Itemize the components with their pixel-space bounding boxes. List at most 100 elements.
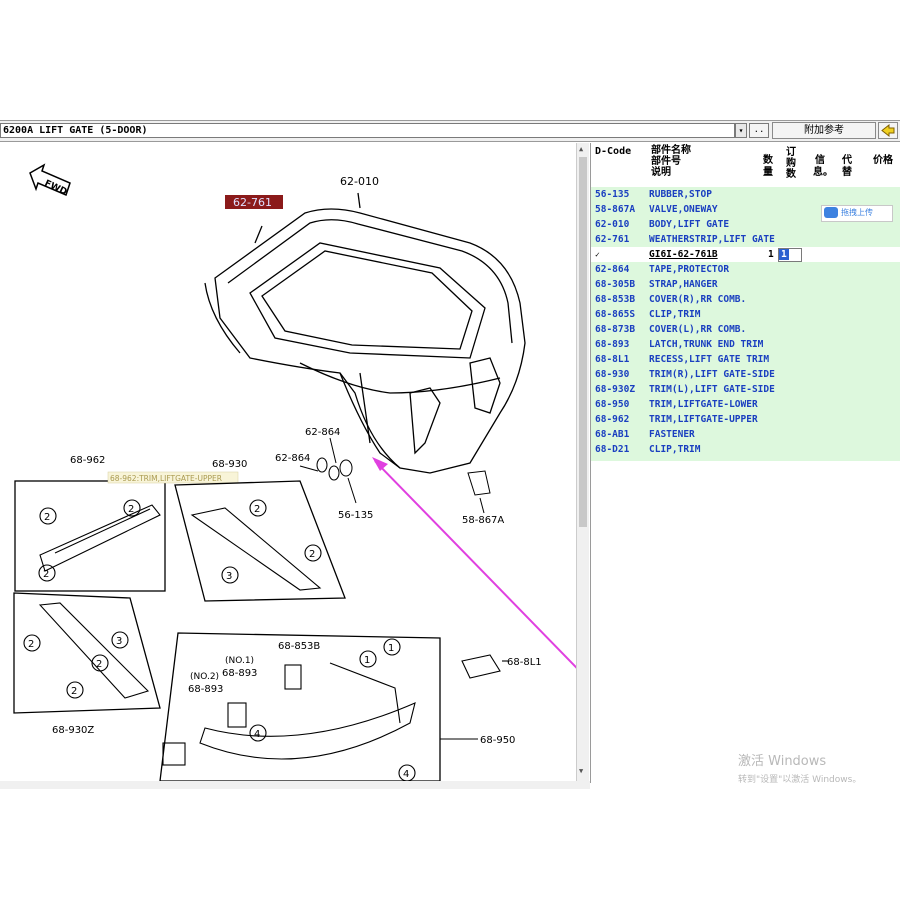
header-order-3: 数 — [786, 169, 796, 180]
section-title[interactable]: 6200A LIFT GATE (5-DOOR) — [0, 123, 735, 138]
toolbar: 6200A LIFT GATE (5-DOOR) ▾ .. 附加参考 — [0, 120, 900, 142]
recess-label[interactable]: 68-8L1 — [507, 657, 542, 668]
no2-label: (NO.2) — [190, 672, 219, 682]
header-qty-2: 量 — [763, 167, 773, 178]
no1-label: (NO.1) — [225, 656, 254, 666]
header-alt[interactable]: 代 — [842, 155, 852, 166]
tape-label-2[interactable]: 62-864 — [275, 453, 310, 464]
weatherstrip-label[interactable]: 62-761 — [233, 196, 272, 209]
recess-drawing — [461, 654, 508, 679]
callout-3b: 3 — [116, 636, 122, 647]
upper-trim-drawing — [38, 499, 161, 582]
part-number[interactable]: GI6I-62-761B — [649, 249, 718, 260]
parts-table-header: D-Code 部件名称 部件号 说明 数 量 订 购 数 信 息。 代 替 价格 — [591, 143, 900, 188]
lower-trim-box — [159, 632, 441, 781]
header-order[interactable]: 订 — [786, 147, 796, 158]
cloud-icon — [824, 207, 838, 218]
side-trim-r-label[interactable]: 68-930 — [212, 459, 247, 470]
header-dcode[interactable]: D-Code — [595, 146, 632, 157]
tooltip-box — [107, 471, 239, 484]
back-button[interactable] — [878, 122, 898, 139]
callout-2a: 2 — [44, 512, 50, 523]
body-label[interactable]: 62-010 — [340, 175, 379, 188]
cover-r-label[interactable]: 68-853B — [278, 641, 320, 652]
stop-parts-drawing — [299, 437, 491, 514]
callout-1a: 1 — [364, 655, 370, 666]
tape-label-1[interactable]: 62-864 — [305, 427, 340, 438]
header-desc[interactable]: 说明 — [651, 167, 671, 178]
callout-3a: 3 — [226, 571, 232, 582]
upper-trim-label[interactable]: 68-962 — [70, 455, 105, 466]
upload-button[interactable]: 拖拽上传 — [821, 205, 893, 222]
tooltip-text: 68-962:TRIM,LIFTGATE-UPPER — [110, 474, 222, 483]
scrollbar-thumb[interactable] — [579, 157, 587, 527]
header-name[interactable]: 部件名称 — [651, 145, 691, 156]
subrow-qty: 1 — [768, 249, 774, 260]
valve-label[interactable]: 58-867A — [462, 515, 504, 526]
callout-2f: 2 — [28, 639, 34, 650]
parts-list-panel: D-Code 部件名称 部件号 说明 数 量 订 购 数 信 息。 代 替 价格… — [590, 143, 900, 783]
weatherstrip-highlight — [225, 195, 283, 209]
callout-4a: 4 — [254, 729, 260, 740]
lift-gate-body-drawing — [204, 192, 526, 474]
side-trim-r-drawing — [190, 499, 322, 591]
header-partno[interactable]: 部件号 — [651, 156, 681, 167]
scroll-up-icon[interactable]: ▲ — [579, 145, 584, 153]
callout-2h: 2 — [71, 686, 77, 697]
side-trim-l-box — [13, 592, 161, 714]
callout-4b: 4 — [403, 769, 409, 780]
check-icon[interactable]: ✓ — [595, 250, 600, 259]
side-trim-l-drawing — [23, 602, 150, 699]
callout-2e: 2 — [309, 549, 315, 560]
diagram-vertical-scrollbar[interactable]: ▲ ▼ — [576, 143, 589, 781]
header-alt-2: 替 — [842, 167, 852, 178]
side-trim-r-box — [174, 480, 346, 602]
latch-label-2[interactable]: 68-893 — [188, 684, 223, 695]
header-order-2: 购 — [786, 158, 796, 169]
more-button[interactable]: .. — [749, 123, 769, 138]
callout-2b: 2 — [43, 569, 49, 580]
callout-2c: 2 — [128, 504, 134, 515]
section-dropdown-button[interactable]: ▾ — [735, 123, 747, 138]
windows-activation-watermark: 激活 Windows 转到"设置"以激活 Windows。 — [738, 754, 862, 785]
appendix-reference-button[interactable]: 附加参考 — [772, 122, 876, 139]
annotation-arrow — [372, 457, 576, 669]
latch-label-1[interactable]: 68-893 — [222, 668, 257, 679]
side-trim-l-label[interactable]: 68-930Z — [52, 725, 94, 736]
diagram-horizontal-scrollbar[interactable] — [0, 781, 590, 789]
callout-1b: 1 — [388, 643, 394, 654]
callout-2d: 2 — [254, 504, 260, 515]
part-number-subrow[interactable]: ✓ GI6I-62-761B 1 1 — [591, 247, 900, 262]
callout-2g: 2 — [96, 659, 102, 670]
lower-trim-drawing — [162, 638, 416, 781]
parts-diagram[interactable]: FWD 62-761 62-010 62-864 62-864 56-135 5… — [0, 143, 576, 781]
header-qty[interactable]: 数 — [763, 155, 773, 166]
scroll-down-icon[interactable]: ▼ — [579, 767, 584, 775]
lower-trim-label[interactable]: 68-950 — [480, 735, 515, 746]
upper-trim-box — [14, 480, 166, 592]
header-price[interactable]: 价格 — [873, 155, 893, 166]
order-qty-input[interactable]: 1 — [778, 248, 802, 262]
stop-label[interactable]: 56-135 — [338, 510, 373, 521]
header-info-2: 息。 — [813, 167, 833, 178]
header-info[interactable]: 信 — [815, 155, 825, 166]
back-arrow-icon — [881, 123, 895, 138]
